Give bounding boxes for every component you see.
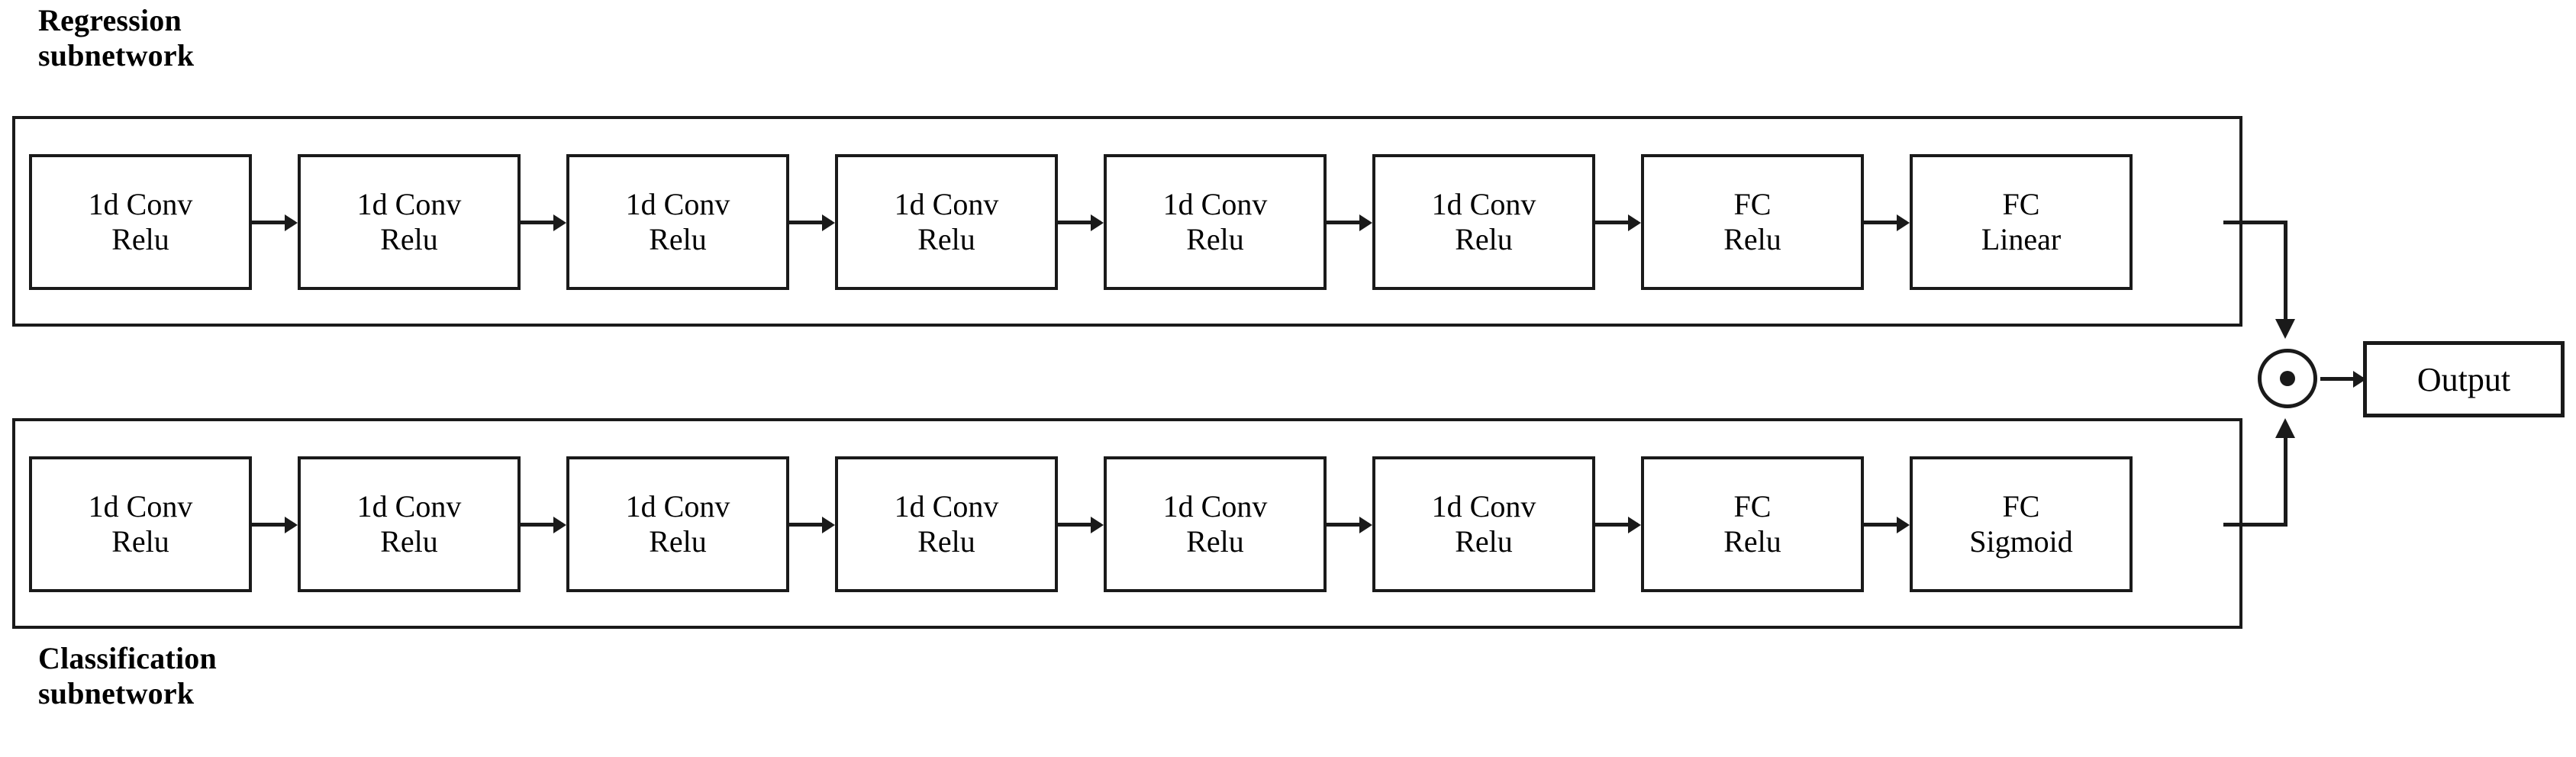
arrow-right-icon-to-output [2320, 377, 2363, 381]
regression-output-wire-horizontal [2223, 221, 2287, 224]
regression-layer-6-activation: Relu [1455, 222, 1513, 256]
regression-arrow-6 [1595, 221, 1638, 224]
classification-layer-6-type: 1d Conv [1431, 488, 1536, 523]
classification-layer-8-type: FC [2002, 488, 2040, 523]
regression-arrow-4 [1058, 221, 1101, 224]
regression-layer-6-type: 1d Conv [1431, 186, 1536, 221]
classification-layer-4-type: 1d Conv [894, 488, 999, 523]
arrow-down-icon [2275, 319, 2295, 339]
classification-arrow-2 [521, 523, 563, 527]
circled-dot-icon [2258, 349, 2317, 408]
regression-layer-5-activation: Relu [1186, 222, 1244, 256]
regression-layer-1-type: 1d Conv [88, 186, 193, 221]
regression-layer-2-type: 1d Conv [356, 186, 462, 221]
classification-output-wire-vertical [2284, 436, 2287, 527]
classification-arrow-3 [789, 523, 832, 527]
regression-layer-4-type: 1d Conv [894, 186, 999, 221]
classification-layer-7-activation: Relu [1723, 524, 1781, 559]
regression-output-wire-vertical [2284, 221, 2287, 321]
classification-layer-1-type: 1d Conv [88, 488, 193, 523]
regression-layer-3-activation: Relu [649, 222, 707, 256]
regression-layer-8-activation: Linear [1981, 222, 2062, 256]
classification-layer-6-activation: Relu [1455, 524, 1513, 559]
classification-layer-2-type: 1d Conv [356, 488, 462, 523]
regression-layer-7-activation: Relu [1723, 222, 1781, 256]
output-label: Output [2416, 360, 2511, 398]
classification-arrow-7 [1864, 523, 1907, 527]
classification-layer-1-activation: Relu [111, 524, 169, 559]
classification-arrow-5 [1327, 523, 1369, 527]
regression-layer-7-type: FC [1733, 186, 1772, 221]
regression-arrow-3 [789, 221, 832, 224]
classification-layer-4-activation: Relu [917, 524, 975, 559]
regression-layer-8-type: FC [2002, 186, 2040, 221]
regression-layer-5-type: 1d Conv [1162, 186, 1268, 221]
classification-layer-3-activation: Relu [649, 524, 707, 559]
classification-layer-8-activation: Sigmoid [1969, 524, 2073, 559]
classification-layer-5-type: 1d Conv [1162, 488, 1268, 523]
arrow-up-icon [2275, 418, 2295, 438]
output-node: Output [2363, 341, 2565, 417]
merge-node-dot [2280, 371, 2295, 386]
classification-layer-3-type: 1d Conv [625, 488, 730, 523]
classification-arrow-6 [1595, 523, 1638, 527]
classification-layer-7-type: FC [1733, 488, 1772, 523]
regression-arrow-5 [1327, 221, 1369, 224]
regression-layer-2-activation: Relu [380, 222, 438, 256]
regression-arrow-7 [1864, 221, 1907, 224]
regression-layer-4-activation: Relu [917, 222, 975, 256]
classification-subnetwork-caption: Classification subnetwork [38, 641, 217, 710]
regression-layer-3-type: 1d Conv [625, 186, 730, 221]
regression-arrow-1 [252, 221, 295, 224]
classification-layer-5-activation: Relu [1186, 524, 1244, 559]
classification-arrow-4 [1058, 523, 1101, 527]
classification-layer-2-activation: Relu [380, 524, 438, 559]
regression-layer-1-activation: Relu [111, 222, 169, 256]
classification-arrow-1 [252, 523, 295, 527]
regression-arrow-2 [521, 221, 563, 224]
classification-output-wire-horizontal [2223, 523, 2287, 527]
regression-subnetwork-caption: Regression subnetwork [38, 3, 195, 72]
